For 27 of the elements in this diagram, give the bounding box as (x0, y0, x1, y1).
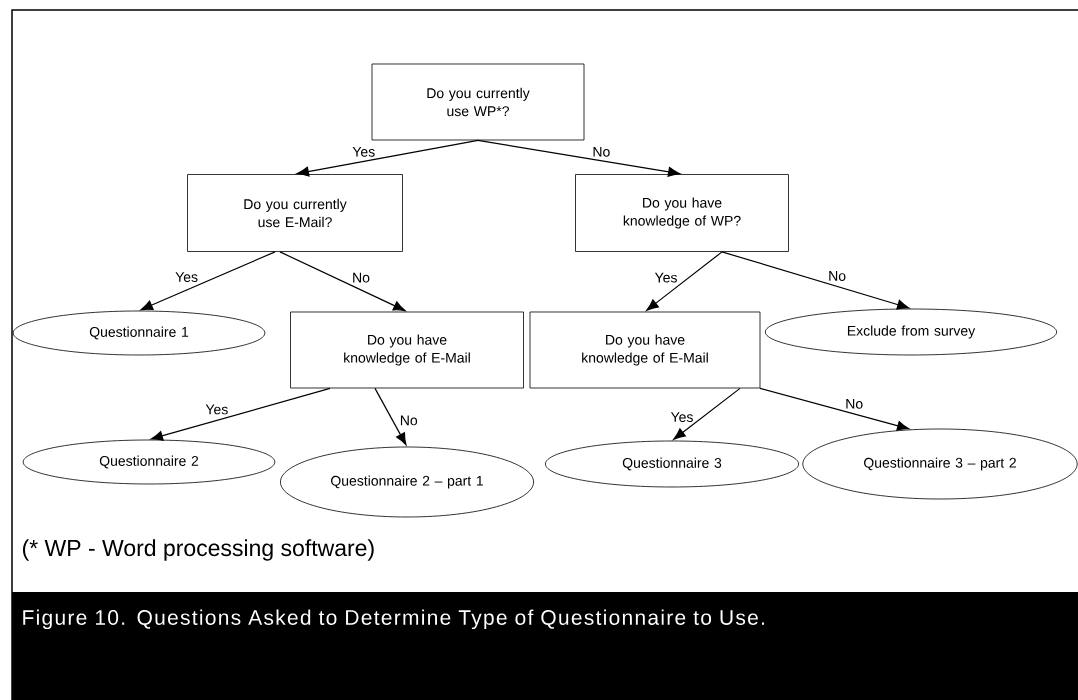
arrow (150, 387, 331, 441)
caption-band: Figure 10. Questions Asked to Determine Type of Questionnaire to Use. (12, 592, 1078, 700)
edge-label: No (593, 146, 610, 157)
question-box: Do you have knowledge of WP? (575, 174, 789, 252)
edge-label: Yes (670, 412, 693, 422)
edge-label: No (353, 272, 370, 283)
arrow (759, 387, 910, 431)
edge-label: No (846, 399, 863, 409)
question-box: Do you have knowledge of E-Mail (529, 311, 761, 389)
arrow (673, 387, 741, 440)
footnote: (* WP - Word processing software) (22, 539, 374, 561)
arrow (721, 251, 910, 310)
arrow (477, 139, 681, 177)
question-box: Do you have knowledge of E-Mail (290, 311, 524, 389)
question-box: Do you currently use E-Mail? (187, 174, 403, 252)
arrow (296, 139, 479, 177)
edge-label: Yes (654, 272, 677, 283)
edge-label: Yes (352, 146, 375, 157)
edge-label: Yes (205, 404, 228, 415)
edge-label: No (829, 271, 846, 281)
arrow (646, 251, 723, 311)
edge-label: Yes (175, 272, 198, 282)
arrow (140, 251, 276, 311)
edge-label: No (400, 415, 418, 426)
arrow (374, 387, 407, 446)
question-box: Do you currently use WP*? (371, 63, 585, 141)
arrow (279, 251, 406, 312)
